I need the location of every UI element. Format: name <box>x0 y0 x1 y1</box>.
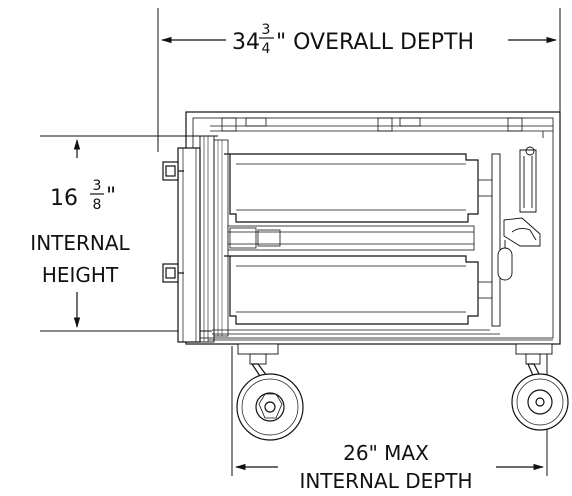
caster-wheel-right <box>511 363 569 431</box>
cabinet-bottom-rail <box>208 329 553 341</box>
heater-mechanism <box>491 146 541 327</box>
door-latch-upper <box>162 161 184 181</box>
shelf-rail-middle <box>227 225 475 251</box>
cabinet-door <box>177 135 229 343</box>
internal-height-dimension: 16 3 8 " INTERNAL HEIGHT <box>30 135 218 332</box>
door-latch-lower <box>162 263 184 283</box>
internal-height-inch-mark: " <box>106 184 116 209</box>
overall-depth-whole: 34 <box>232 30 260 55</box>
internal-height-label-line1: INTERNAL <box>30 231 130 255</box>
internal-height-label-line2: HEIGHT <box>42 263 119 287</box>
overall-depth-dimension: 34 3 4 " OVERALL DEPTH <box>157 8 561 152</box>
cabinet-illustration <box>162 111 569 441</box>
overall-depth-label: " OVERALL DEPTH <box>276 30 474 55</box>
food-pan-lower <box>224 255 492 325</box>
internal-depth-label-line1: 26" MAX <box>343 441 429 465</box>
food-pan-upper <box>224 153 492 223</box>
internal-height-numerator: 3 <box>93 178 102 194</box>
internal-depth-label-line2: INTERNAL DEPTH <box>299 469 472 493</box>
internal-depth-dimension: 26" MAX INTERNAL DEPTH <box>231 346 548 493</box>
caster-mount-left <box>237 343 279 365</box>
overall-depth-numerator: 3 <box>262 22 271 38</box>
internal-height-whole: 16 <box>50 186 78 211</box>
internal-height-denominator: 8 <box>93 197 102 213</box>
overall-depth-denominator: 4 <box>262 41 271 57</box>
caster-wheel-left <box>236 363 304 441</box>
cabinet-top-rail <box>210 117 553 138</box>
